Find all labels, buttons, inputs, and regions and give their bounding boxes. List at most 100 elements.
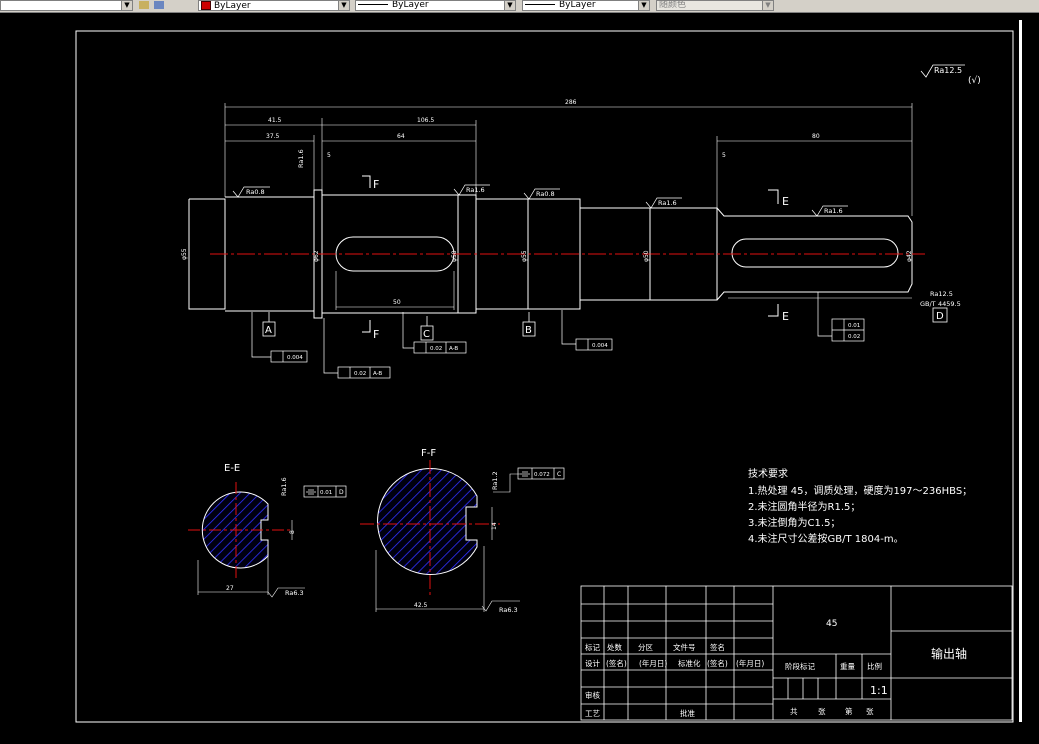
label-stage-mark: 阶段标记 [785,661,815,671]
global-roughness-note: (√) [968,75,981,86]
dim-dia-55: φ55 [181,248,188,260]
section-ff-ra-bottom: Ra6.3 [499,606,518,614]
drawing-svg: 286 41.5 37.5 106.5 64 80 50 5 5 φ55 φ62… [75,20,1022,723]
section-ff-tol-ref: C [557,471,561,478]
dim-dia-55b: φ55 [521,250,528,262]
plotstyle-value: 随颜色 [659,0,687,10]
section-ff-view: F-F 42.5 14 Ra6.3 Ra1.2 0.072 C [360,448,565,614]
label-date: (年月日) [639,658,667,668]
section-ff-title: F-F [421,448,436,459]
part-name: 输出轴 [931,646,967,661]
dim-dia-58: φ58 [451,250,458,262]
shaft-section-6 [716,207,913,301]
label-sign: 签名 [710,642,725,652]
layer-dropdown[interactable]: ▼ [0,0,133,11]
section-mark-e-top: E [782,195,789,208]
roughness-symbols [232,184,848,217]
label-zone: 分区 [638,643,653,652]
chevron-down-icon[interactable]: ▼ [638,1,649,10]
roughness-r5: Ra1.6 [658,199,677,207]
linetype-dropdown[interactable]: ByLayer ▼ [355,0,516,11]
roughness-r7: Ra12.5 [930,290,953,298]
dim-dia-62: φ62 [313,250,320,262]
roughness-r6: Ra1.6 [824,207,843,215]
title-block-grid [580,585,1013,721]
tolerance-d1: 0.01 [848,323,860,329]
section-mark-f-bottom: F [373,328,379,341]
label-sign-name-2: (签名) [707,658,728,668]
chevron-down-icon[interactable]: ▼ [121,1,132,10]
label-sheet-no: 第 [845,706,853,716]
section-mark-f-top: F [373,178,379,191]
label-sheet-unit-2: 张 [866,707,874,716]
roughness-labels: Ra0.8 Ra1.6 Ra0.8 Ra1.6 Ra1.6 Ra1.6 Ra12… [246,149,961,308]
title-block-text: 45 输出轴 1:1 标记 处数 分区 文件号 签名 设计 (签名) (年月日)… [585,619,967,718]
plotstyle-dropdown[interactable]: 随颜色 ▼ [656,0,774,11]
lineweight-dropdown[interactable]: ByLayer ▼ [522,0,650,11]
layer-tools [136,0,188,11]
drawing-canvas[interactable]: 286 41.5 37.5 106.5 64 80 50 5 5 φ55 φ62… [0,12,1039,740]
dim-5-right: 5 [722,152,726,159]
dim-64: 64 [397,133,405,140]
technical-requirements: 技术要求 1.热处理 45，调质处理，硬度为197～236HBS； 2.未注圆角… [748,467,972,545]
label-design: 设计 [585,658,600,668]
label-approve: 批准 [680,708,695,718]
lineweight-preview [525,4,555,5]
tolerance-left-value: 0.02 [354,371,366,377]
datum-frames [262,307,948,341]
section-ff-ra-top: Ra1.2 [491,471,499,490]
datum-d: D [936,311,944,322]
linetype-value: ByLayer [392,0,429,10]
dim-total-length: 286 [565,99,577,106]
section-ee-tol-value: 0.01 [320,490,332,496]
chevron-down-icon[interactable]: ▼ [338,1,349,10]
label-mark: 标记 [585,642,600,652]
label-process: 工艺 [585,709,600,718]
section-ee-dim-width: 27 [226,585,234,592]
scale-value: 1:1 [870,684,888,697]
section-markers [362,175,779,333]
label-standard: 标准化 [678,658,701,668]
section-ee-view: E-E 27 8 Ra6.3 Ra1.6 0.01 D [188,463,347,598]
label-doc-no: 文件号 [673,642,696,652]
chevron-down-icon[interactable]: ▼ [762,1,773,10]
dimension-texts: 286 41.5 37.5 106.5 64 80 50 5 5 φ55 φ62… [181,99,913,306]
gbt-note-1: GB/T [920,300,936,308]
color-dropdown[interactable]: ByLayer ▼ [198,0,350,11]
chevron-down-icon[interactable]: ▼ [504,1,515,10]
section-ee-tol-ref: D [339,489,344,496]
tech-req-item-1: 1.热处理 45，调质处理，硬度为197～236HBS； [748,484,972,497]
tolerance-values: 0.004 0.02 A-B 0.004 0.02 A-B 0.01 0.02 [287,323,860,377]
label-weight: 重量 [840,662,855,671]
section-ee-title: E-E [224,463,240,474]
color-value: ByLayer [214,1,251,11]
tolerance-d2: 0.02 [848,334,860,340]
datum-b: B [525,325,532,336]
drawing-border-outer [75,30,1014,723]
linetype-preview [358,4,388,5]
section-ee-ra-bottom: Ra6.3 [285,589,304,597]
section-mark-e-bottom: E [782,310,789,323]
label-total: 共 [790,707,798,716]
lineweight-value: ByLayer [559,0,596,10]
tech-req-item-4: 4.未注尺寸公差按GB/T 1804-m。 [748,532,904,545]
layer-stack-icon[interactable] [139,1,149,9]
tech-req-title: 技术要求 [748,467,788,480]
tolerance-c-ref: A-B [449,346,458,352]
datum-c: C [423,329,430,340]
label-review: 审核 [585,690,600,700]
section-ee-ra-top: Ra1.6 [280,477,288,496]
layer-previous-icon[interactable] [153,1,164,9]
dim-dia-50: φ50 [643,250,650,262]
datum-a: A [265,325,272,336]
datum-letters: A C B D [265,311,944,340]
roughness-r4: Ra0.8 [536,190,555,198]
dim-80: 80 [812,133,820,140]
roughness-r2: Ra1.6 [466,186,485,194]
tech-req-item-2: 2.未注圆角半径为R1.5； [748,500,860,513]
section-ff-shape [377,468,478,575]
label-scale: 比例 [867,661,882,671]
section-ff-dim-width: 42.5 [414,602,428,609]
tolerance-c-value: 0.02 [430,346,442,352]
label-sheet-unit: 张 [818,707,826,716]
